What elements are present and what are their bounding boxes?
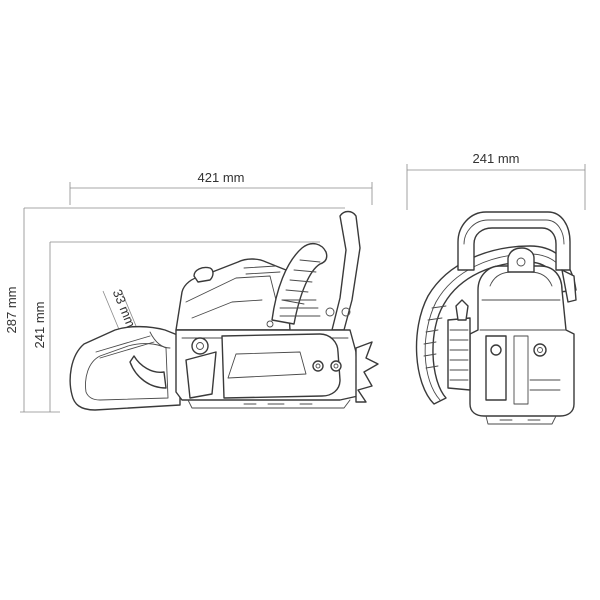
height-total-label: 287 mm: [4, 287, 19, 334]
bar-spikes: [355, 341, 379, 403]
dimension-height-body: 241 mm: [32, 241, 320, 412]
front-handle: [271, 242, 328, 325]
dimension-length: 421 mm: [69, 170, 373, 205]
height-body-label: 241 mm: [32, 302, 47, 349]
length-label: 421 mm: [198, 170, 245, 185]
dimension-width: 241 mm: [406, 151, 586, 210]
side-plate: [221, 333, 341, 399]
rear-handle: [69, 325, 181, 411]
hand-guard: [331, 210, 361, 331]
handle-offset-label: 33 mm: [110, 287, 139, 329]
width-label: 241 mm: [473, 151, 520, 166]
chainsaw-side-view: [69, 210, 379, 411]
chainsaw-front-view: [415, 211, 577, 425]
dimension-height-total: 287 mm: [4, 207, 345, 413]
